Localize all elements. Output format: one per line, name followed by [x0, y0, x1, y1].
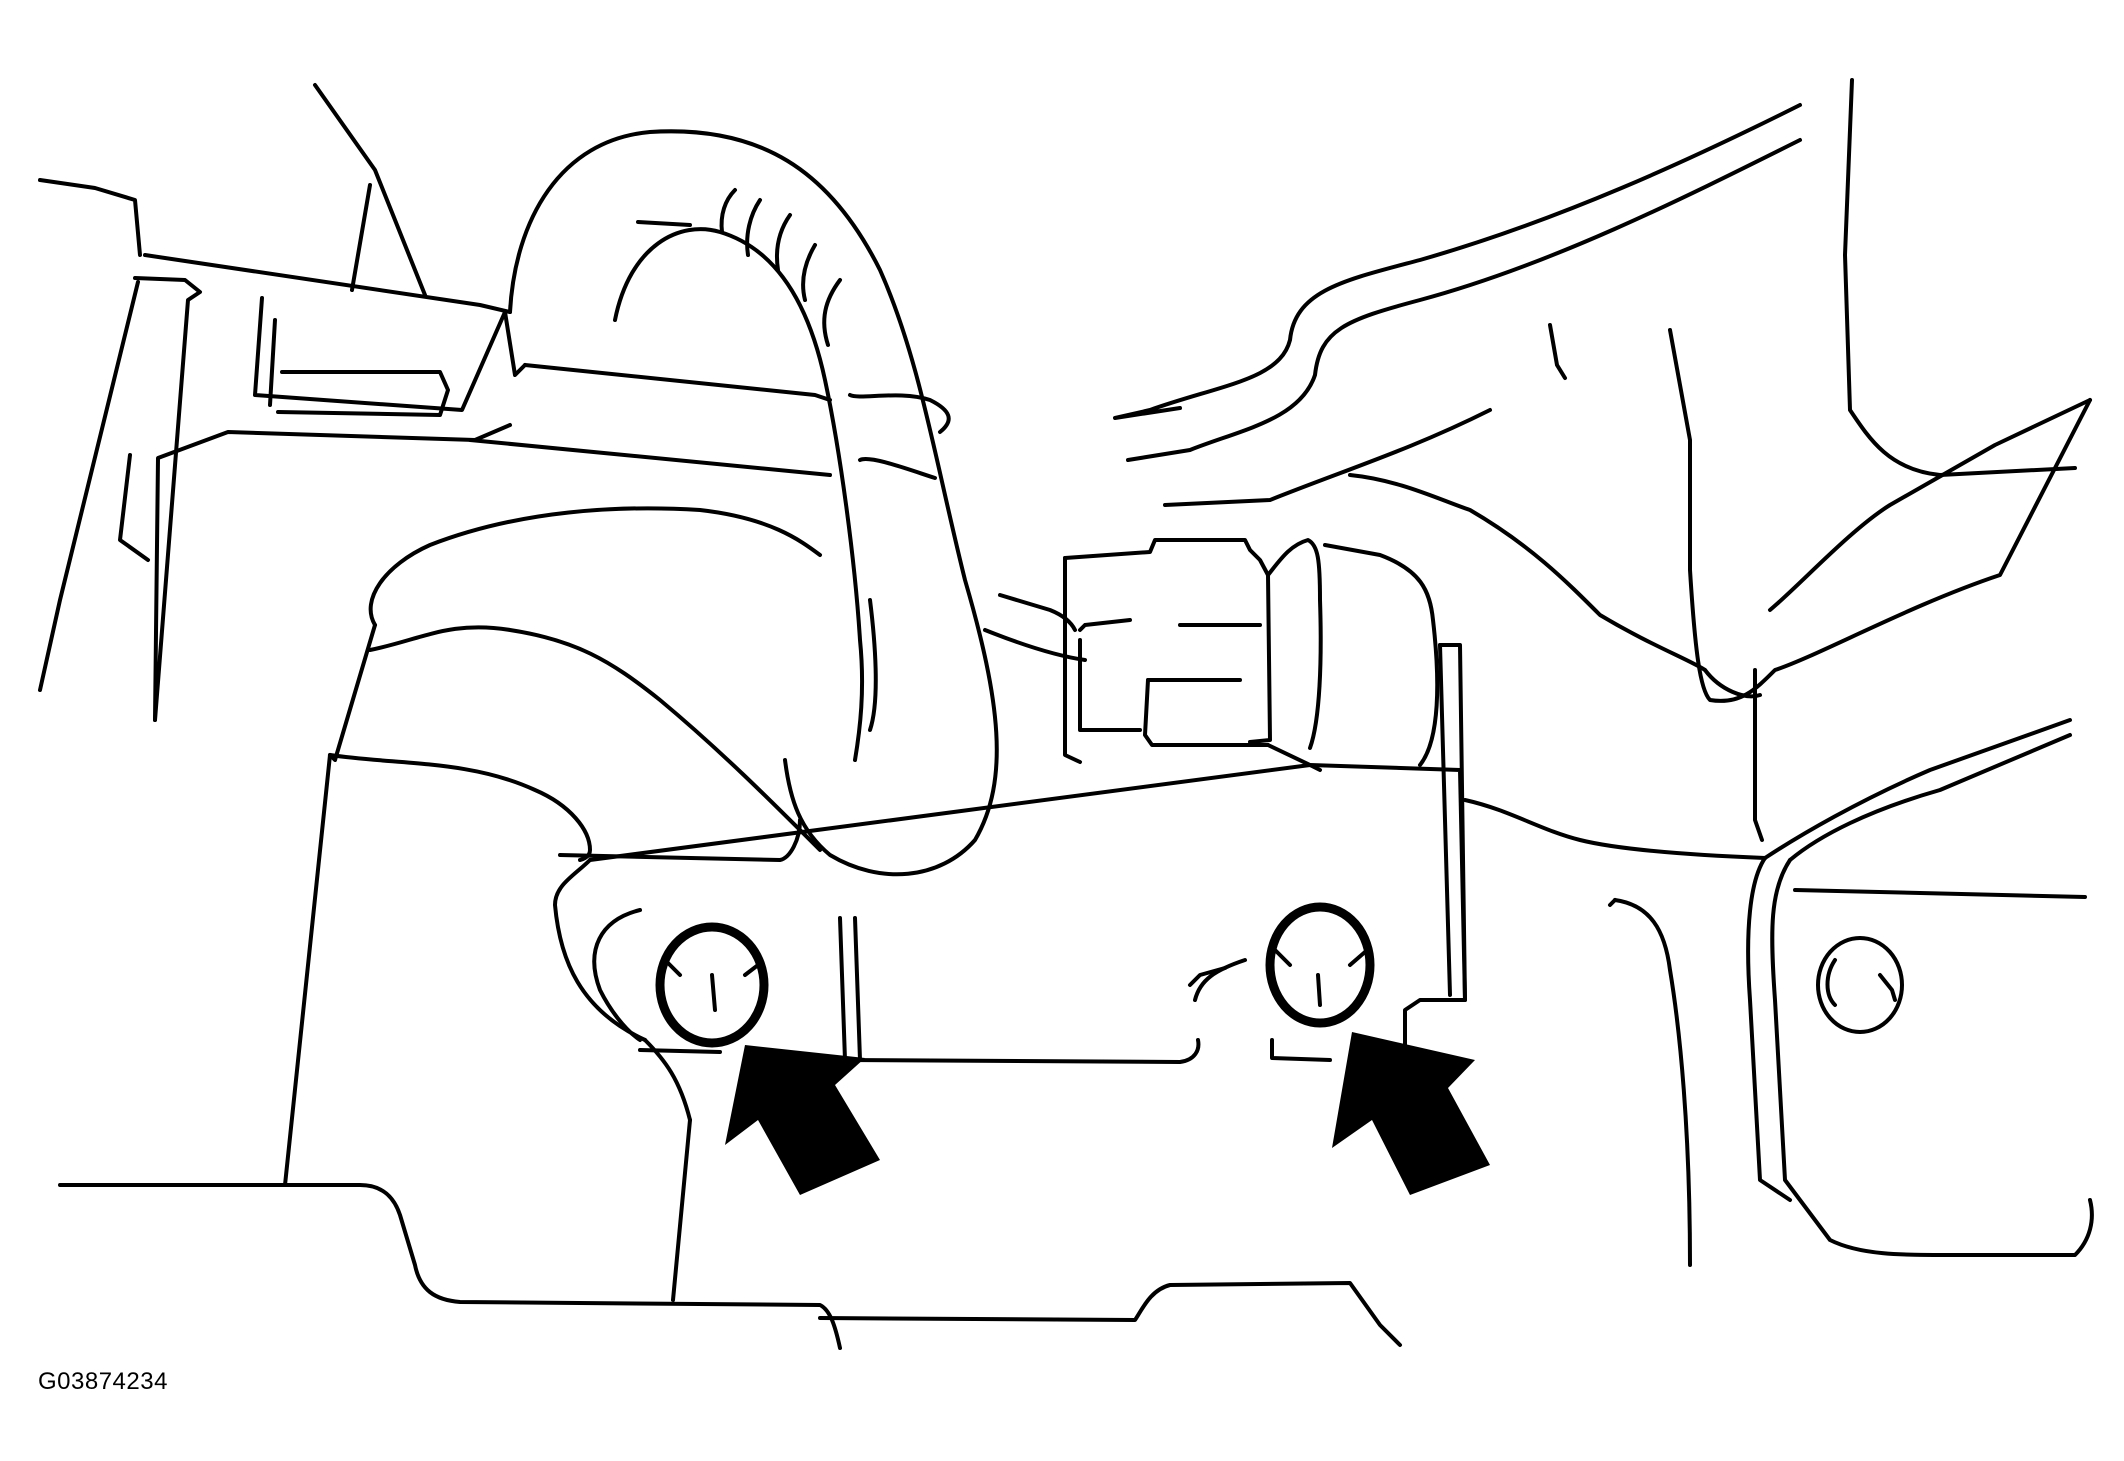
upper-left-bracket	[38, 83, 832, 722]
mounting-bracket	[553, 643, 1467, 1064]
lower-frame	[58, 1038, 1402, 1350]
hose-loop	[508, 129, 999, 877]
electrical-connector	[998, 538, 1440, 772]
bolt-right	[1265, 902, 1375, 1028]
arrow-icon	[725, 1045, 880, 1195]
figure-id-label: G03874234	[38, 1368, 168, 1395]
lower-right-panel	[1463, 718, 2094, 1267]
bolt-left	[655, 922, 769, 1048]
harness-body	[283, 506, 1087, 1187]
upper-right-panel	[1113, 78, 2092, 842]
arrow-icon	[1332, 1032, 1490, 1195]
bolt-far-right	[1816, 936, 1904, 1034]
